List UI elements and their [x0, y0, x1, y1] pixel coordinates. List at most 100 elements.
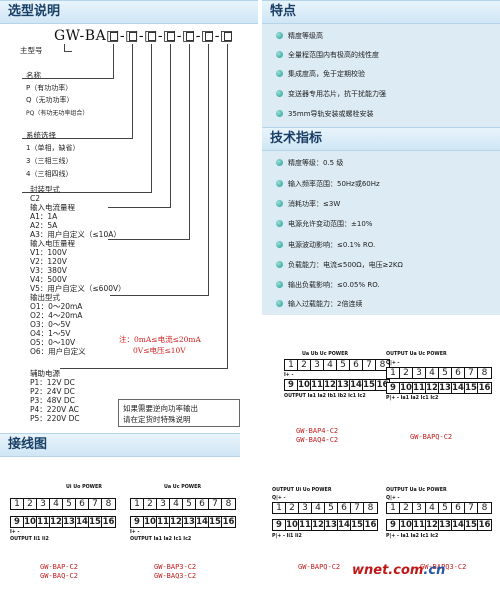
terminal-cell: 14: [350, 380, 363, 390]
terminal-cell: 8: [481, 368, 488, 378]
aux-item-5: P5：220V DC: [30, 414, 80, 423]
feature-item-2: 全量程范围内有极高的线性度: [288, 51, 379, 59]
terminal-cell: 16: [376, 380, 389, 390]
code-box-4: [167, 32, 175, 41]
terminal-cell: 14: [338, 520, 351, 530]
caption-bap4: GW-BAP4-C2: [296, 427, 339, 435]
bottom-labels: P|+ - Ii1 Ii2: [272, 534, 302, 539]
right-info-panel: [262, 0, 500, 315]
name-item-2: Q（无功功率）: [26, 96, 74, 104]
terminal-cell: 3: [157, 499, 170, 509]
bracket-voltage-h: [108, 237, 190, 240]
terminal-cell: 15: [465, 383, 478, 393]
left-mark: Q|+ -: [386, 496, 400, 501]
caption-bap: GW-BAP-C2: [40, 563, 78, 571]
terminal-cell: 3: [299, 503, 312, 513]
spec-item-5: 电源波动影响：≤0.1% RO.: [288, 241, 376, 249]
terminal-cell: 10: [24, 517, 37, 527]
terminal-cell: 5: [439, 368, 452, 378]
wiring-header: 接线图: [0, 433, 240, 457]
bracket-main: [64, 44, 72, 52]
terminal-cell: 13: [439, 383, 452, 393]
watermark-suffix: .cn: [423, 563, 446, 578]
feature-item-1: 精度等级高: [288, 32, 323, 40]
code-box-5: [186, 32, 194, 41]
terminal-cell: 2: [24, 499, 37, 509]
bullet-icon: [276, 200, 283, 207]
terminal-cell: 4: [426, 368, 439, 378]
system-title: 系统选择: [26, 131, 56, 140]
aux-item-2: P2：24V DC: [30, 387, 75, 396]
bullet-icon: [276, 261, 283, 268]
terminal-cell: 16: [222, 517, 235, 527]
terminal-cell: 2: [400, 368, 413, 378]
terminal-cell: 11: [311, 380, 324, 390]
terminal-cell: 10: [400, 383, 413, 393]
feature-item-5: 35mm导轨安装或螺栓安装: [288, 110, 374, 118]
terminal-cell: 14: [452, 520, 465, 530]
input-current-item-2: A2：5A: [30, 221, 58, 230]
terminal-cell: 6: [338, 503, 351, 513]
terminal-diagram-bap: Ui Uo POWER 1 2 3 4 5 6 7 8 9 10 11 12 1…: [10, 485, 118, 549]
code-box-1: [110, 32, 118, 41]
left-mark: Q|+ -: [272, 496, 286, 501]
terminal-cell: 9: [273, 520, 286, 530]
input-voltage-title: 输入电压量程: [30, 239, 75, 248]
caption-bap3: GW-BAP3-C2: [154, 563, 197, 571]
bracket-system: [132, 44, 133, 139]
terminal-cell: 15: [363, 380, 376, 390]
terminal-cell: 6: [452, 503, 465, 513]
left-mark: I+ -: [10, 530, 20, 535]
terminal-cell: 15: [209, 517, 222, 527]
input-voltage-item-5: V5：用户自定义（≤600V）: [30, 284, 126, 293]
bracket-output-h: [110, 293, 209, 296]
note-line-2: 0V≤电压≤10V: [133, 346, 186, 355]
terminal-cell: 15: [465, 520, 478, 530]
terminal-cell: 16: [478, 383, 491, 393]
terminal-cell: 12: [170, 517, 183, 527]
terminal-cell: 8: [225, 499, 232, 509]
terminal-cell: 5: [63, 499, 76, 509]
terminal-cell: 11: [413, 383, 426, 393]
input-voltage-item-3: V3：380V: [30, 266, 67, 275]
left-mark: Q|+ -: [386, 361, 400, 366]
caption-bapq3: GW-BAPQ3-C2: [420, 563, 467, 571]
bottom-labels: OUTPUT Ia1 Ia2 Ib1 Ib2 Ic1 Ic2: [284, 394, 366, 399]
terminal-cell: 7: [465, 503, 478, 513]
bullet-icon: [276, 32, 283, 39]
terminal-cell: 16: [364, 520, 377, 530]
specs-header: 技术指标: [262, 127, 500, 151]
terminal-cell: 1: [11, 499, 24, 509]
terminal-cell: 10: [144, 517, 157, 527]
caption-baq4: GW-BAQ4-C2: [296, 436, 339, 444]
terminal-cell: 8: [367, 503, 374, 513]
terminal-cell: 12: [324, 380, 337, 390]
terminal-cell: 4: [50, 499, 63, 509]
terminal-cell: 5: [183, 499, 196, 509]
terminal-row-bottom: 9 10 11 12 13 14 15 16: [386, 519, 492, 531]
bullet-icon: [276, 70, 283, 77]
terminal-cell: 8: [105, 499, 112, 509]
bracket-package-h: [22, 190, 152, 193]
aux-item-4: P4：220V AC: [30, 405, 79, 414]
code-box-2: [129, 32, 137, 41]
terminal-row-bottom: 9 10 11 12 13 14 15 16: [386, 382, 492, 394]
terminal-cell: 3: [37, 499, 50, 509]
terminal-cell: 4: [312, 503, 325, 513]
terminal-cell: 7: [465, 368, 478, 378]
info-line-2: 请在定货时特殊说明: [123, 415, 191, 424]
feature-item-4: 变送器专用芯片，抗干扰能力强: [288, 90, 386, 98]
spec-item-6: 负载能力：电流≤500Ω，电压≥2KΩ: [288, 261, 403, 269]
system-item-2: 3（三相三线）: [26, 157, 73, 165]
terminal-diagram-bapq-single: OUTPUT Ui Uo POWER Q|+ - 1 2 3 4 5 6 7 8…: [272, 488, 380, 552]
terminal-cell: 13: [63, 517, 76, 527]
terminal-cell: 7: [363, 360, 376, 370]
terminal-cell: 11: [413, 520, 426, 530]
spec-item-8: 输入过载能力：2倍连续: [288, 300, 363, 308]
terminal-cell: 2: [298, 360, 311, 370]
code-box-3: [148, 32, 156, 41]
terminal-diagram-bap3: Ua Uc POWER 1 2 3 4 5 6 7 8 9 10 11 12 1…: [130, 485, 238, 549]
terminal-cell: 10: [400, 520, 413, 530]
bullet-icon: [276, 300, 283, 307]
caption-bapq-single: GW-BAPQ-C2: [298, 563, 341, 571]
